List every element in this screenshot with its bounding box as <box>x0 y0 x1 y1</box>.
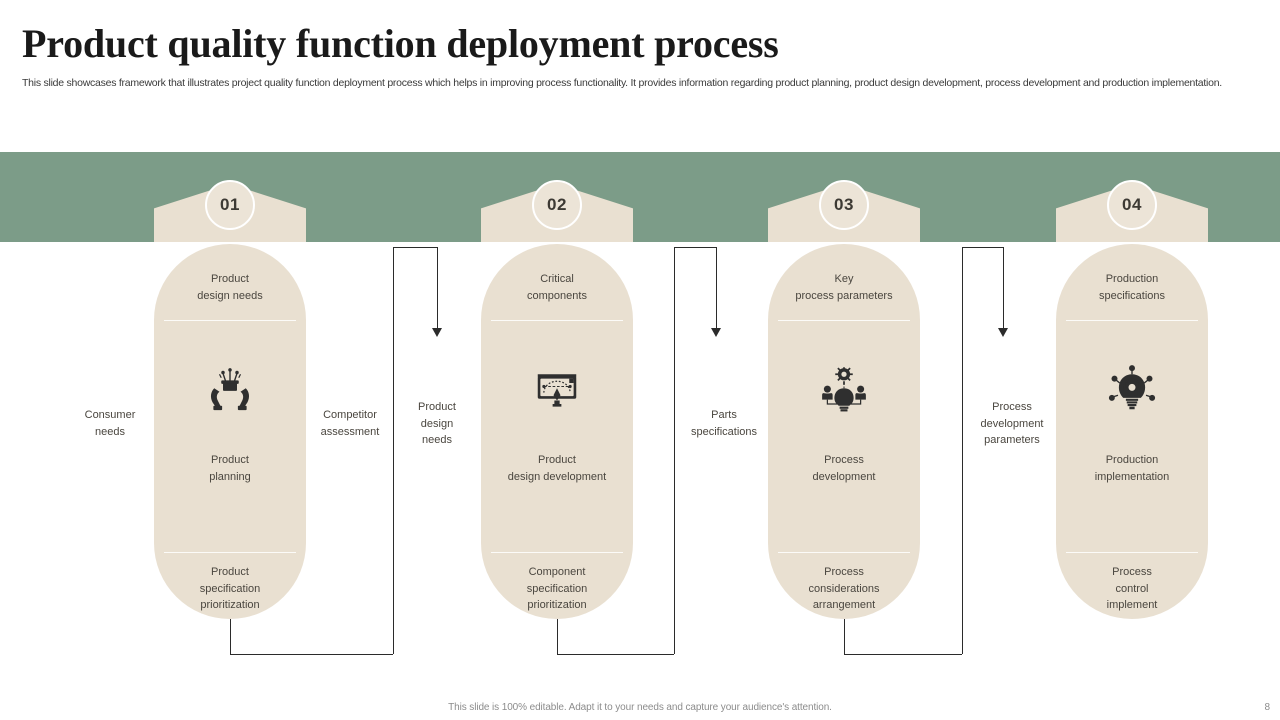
blueprint-pen-tool-icon <box>529 362 585 418</box>
page-number: 8 <box>1264 702 1270 713</box>
connector-3-arrowhead <box>998 328 1008 337</box>
capsule-mid-label-4: Production implementation <box>1094 454 1170 483</box>
label-process-development-parameters: Process development parameters <box>980 401 1044 446</box>
capsule-mid-label-2: Product design development <box>507 454 607 483</box>
label-parts-specifications: Parts specifications <box>690 409 758 438</box>
connector-1-top <box>393 247 437 248</box>
capsule-divider-bottom <box>164 552 296 553</box>
label-consumer-needs: Consumer needs <box>84 409 136 438</box>
connector-1-arrow-stem <box>437 247 438 335</box>
connector-2-across <box>557 654 674 655</box>
capsule-divider-top <box>164 320 296 321</box>
connector-3-top <box>962 247 1003 248</box>
lightbulb-gear-people-icon <box>816 362 872 418</box>
page-title: Product quality function deployment proc… <box>22 21 779 66</box>
capsule-head-label-4: Production specifications <box>1098 273 1166 302</box>
capsule-head-label-2: Critical components <box>527 273 587 302</box>
stage-number-badge-3[interactable]: 03 <box>819 180 869 230</box>
lightbulb-gear-network-icon <box>1104 362 1160 418</box>
connector-3-up <box>962 247 963 654</box>
connector-3-across <box>844 654 962 655</box>
label-product-design-needs: Product design needs <box>418 401 456 446</box>
capsule-foot-label-1: Product specification prioritization <box>199 566 261 611</box>
stage-number-badge-4[interactable]: 04 <box>1107 180 1157 230</box>
capsule-divider-top <box>491 320 623 321</box>
capsule-divider-bottom <box>491 552 623 553</box>
capsule-foot-label-2: Component specification prioritization <box>526 566 588 611</box>
connector-3-down <box>844 619 845 654</box>
connector-1-across <box>230 654 393 655</box>
capsule-divider-top <box>1066 320 1198 321</box>
connector-1-arrowhead <box>432 328 442 337</box>
capsule-divider-bottom <box>1066 552 1198 553</box>
connector-1-down <box>230 619 231 654</box>
slide-header: Product quality function deployment proc… <box>0 0 1280 152</box>
capsule-divider-top <box>778 320 910 321</box>
process-diagram: 01 02 03 04 Product design needs Product… <box>0 152 1280 672</box>
page-subtitle: This slide showcases framework that illu… <box>22 77 1222 89</box>
capsule-mid-label-3: Process development <box>812 454 876 483</box>
hands-holding-gift-icon <box>202 362 258 418</box>
connector-3-arrow-stem <box>1003 247 1004 335</box>
capsule-divider-bottom <box>778 552 910 553</box>
footer-note: This slide is 100% editable. Adapt it to… <box>448 702 832 713</box>
connector-2-arrow-stem <box>716 247 717 335</box>
stage-number-badge-2[interactable]: 02 <box>532 180 582 230</box>
connector-2-top <box>674 247 716 248</box>
connector-1-up <box>393 247 394 654</box>
capsule-head-label-3: Key process parameters <box>795 273 893 302</box>
connector-2-down <box>557 619 558 654</box>
capsule-foot-label-3: Process considerations arrangement <box>808 566 880 611</box>
stage-number-badge-1[interactable]: 01 <box>205 180 255 230</box>
stage-capsule-4[interactable]: Production specifications Production imp… <box>1056 244 1208 619</box>
connector-2-up <box>674 247 675 654</box>
capsule-mid-label-1: Product planning <box>209 454 251 483</box>
label-competitor-assessment: Competitor assessment <box>320 409 380 438</box>
stage-capsule-2[interactable]: Critical components Product design devel… <box>481 244 633 619</box>
capsule-head-label-1: Product design needs <box>197 273 263 302</box>
stage-capsule-3[interactable]: Key process parameters Process developme… <box>768 244 920 619</box>
connector-2-arrowhead <box>711 328 721 337</box>
stage-capsule-1[interactable]: Product design needs Product planning Pr… <box>154 244 306 619</box>
capsule-foot-label-4: Process control implement <box>1106 566 1158 611</box>
